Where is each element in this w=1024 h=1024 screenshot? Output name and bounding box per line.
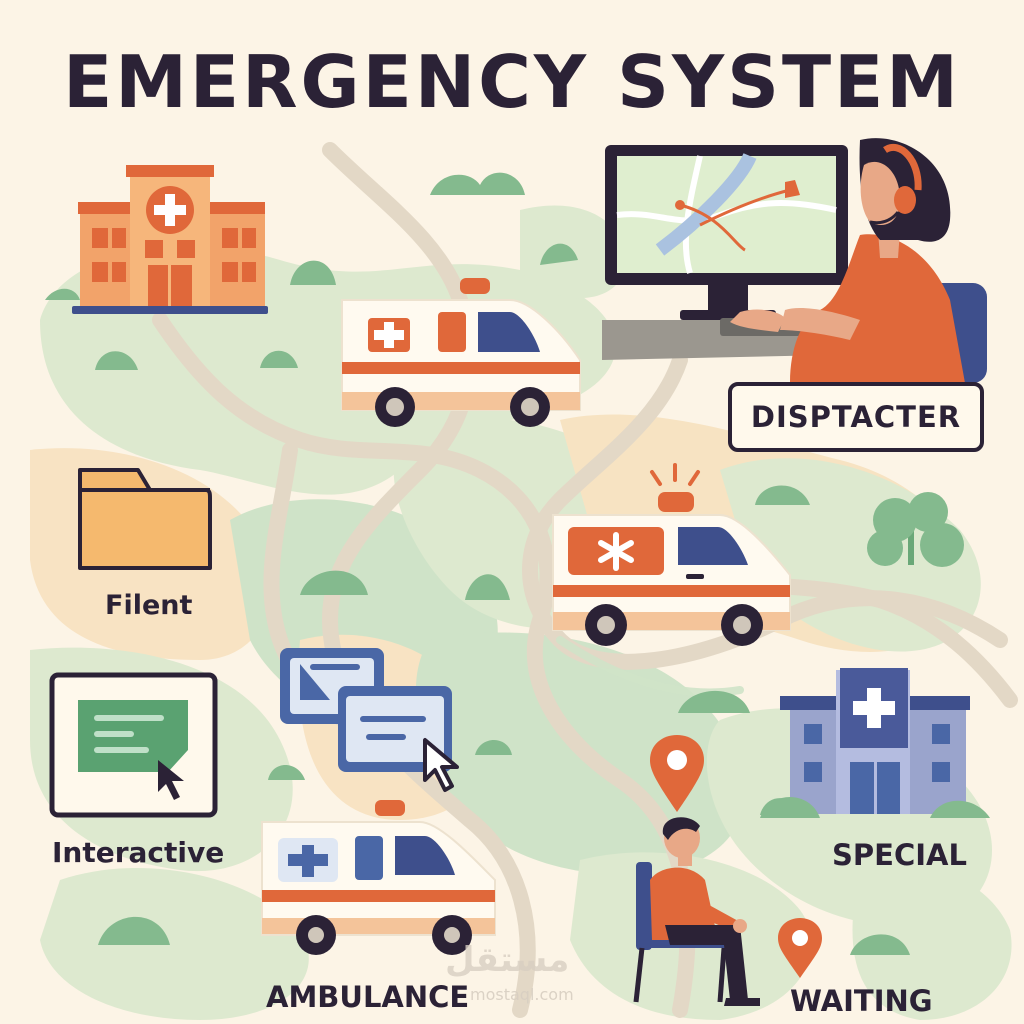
location-pin-icon-2: [778, 918, 822, 978]
cursor-icon: [423, 738, 459, 792]
tree-icon: [867, 492, 964, 567]
filent-label: Filent: [105, 590, 193, 621]
folder-icon: [78, 468, 212, 570]
waiting-label: WAITING: [790, 984, 933, 1018]
special-hospital-icon: [760, 668, 990, 818]
ambulance-label: AMBULANCE: [266, 980, 470, 1014]
ambulance-icon-middle: [552, 463, 791, 646]
dispatcher-icon: [730, 138, 987, 383]
interactive-label: Interactive: [52, 836, 225, 869]
page-title: EMERGENCY SYSTEM: [63, 40, 961, 124]
interactive-screen-icon: [49, 672, 218, 818]
hospital-icon: [45, 165, 268, 314]
location-pin-icon: [650, 735, 704, 812]
bushes: [95, 172, 910, 955]
waiting-person-icon: [633, 817, 760, 1006]
ambulance-icon-bottom: [261, 800, 496, 955]
watermark-latin: mostaql.com: [470, 985, 574, 1004]
ambulance-icon-top: [341, 278, 581, 427]
dispatcher-label: DISPTACTER: [728, 382, 984, 452]
special-label: SPECIAL: [832, 838, 967, 872]
watermark-arabic: مستقل: [445, 940, 570, 980]
dispatcher-label-text: DISPTACTER: [750, 400, 962, 434]
